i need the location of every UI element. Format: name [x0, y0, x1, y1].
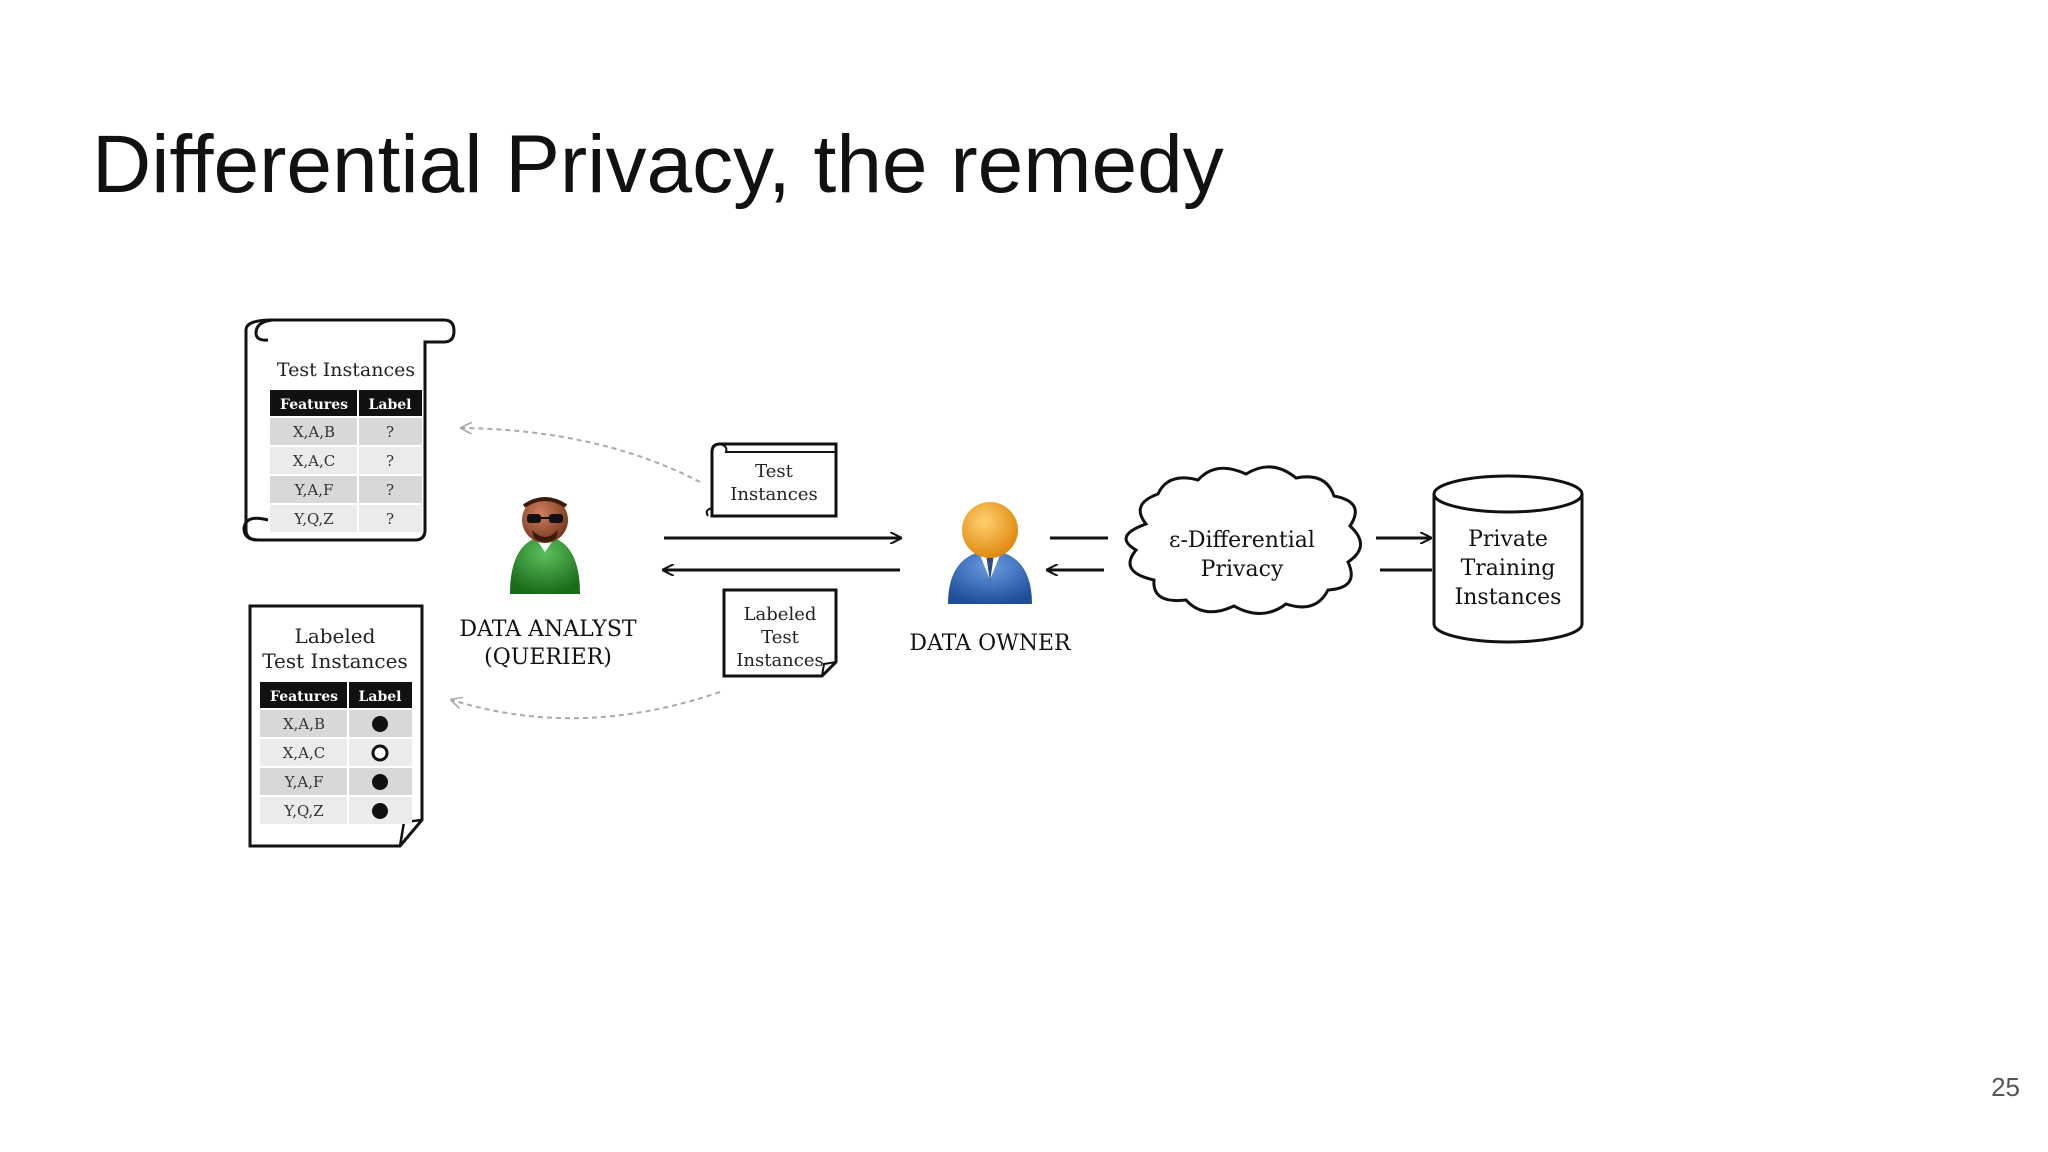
- table-row: ?: [386, 481, 394, 499]
- label-open-dot-icon: [371, 744, 389, 762]
- page-title: Differential Privacy, the remedy: [92, 119, 1224, 210]
- data-analyst-avatar: [510, 497, 580, 594]
- query-test-instances-document: Test Instances: [705, 442, 838, 518]
- table-row: Y,Q,Z: [293, 510, 333, 528]
- cloud-label-line1: ε-Differential: [1169, 528, 1315, 553]
- test-table-rows: X,A,B ? X,A,C ? Y,A,F ? Y,Q,Z ?: [270, 418, 422, 532]
- cloud-label-line2: Privacy: [1201, 557, 1284, 582]
- table-row: ?: [386, 423, 394, 441]
- test-instances-scroll: Test Instances Features Label X,A,B ? X,…: [242, 318, 456, 542]
- table-row: Y,Q,Z: [283, 802, 323, 820]
- database-label-line2: Training: [1461, 556, 1556, 581]
- data-analyst-label-line2: (QUERIER): [484, 645, 612, 670]
- table-row: ?: [386, 452, 394, 470]
- result-doc-line3: Instances: [736, 650, 823, 671]
- result-labeled-test-instances-document: Labeled Test Instances: [722, 588, 838, 678]
- data-analyst-label-line1: DATA ANALYST: [459, 617, 636, 642]
- page-number: 25: [1991, 1072, 2020, 1102]
- labeled-table-title-line2: Test Instances: [262, 649, 407, 673]
- query-doc-line2: Instances: [730, 484, 817, 505]
- result-return-arrow: [452, 691, 721, 720]
- test-table-title: Test Instances: [277, 359, 415, 381]
- private-training-database-icon: Private Training Instances: [1432, 474, 1584, 644]
- database-label-line3: Instances: [1455, 585, 1562, 610]
- table-row: Y,A,F: [284, 773, 324, 791]
- test-table-header-features: Features: [280, 397, 348, 413]
- result-doc-line1: Labeled: [744, 604, 817, 625]
- table-row: X,A,B: [283, 715, 325, 733]
- label-filled-dot-icon: [372, 716, 388, 732]
- label-filled-dot-icon: [372, 803, 388, 819]
- table-row: X,A,C: [293, 452, 336, 470]
- query-return-arrow: [462, 428, 701, 483]
- test-table-header-label: Label: [369, 397, 412, 413]
- table-row: Y,A,F: [294, 481, 334, 499]
- labeled-test-instances-document: Labeled Test Instances Features Label X,…: [248, 604, 424, 848]
- query-doc-line1: Test: [755, 461, 793, 482]
- labeled-table-header-features: Features: [270, 689, 338, 705]
- labeled-table-header-label: Label: [359, 689, 402, 705]
- differential-privacy-cloud: ε-Differential Privacy: [1124, 465, 1362, 615]
- data-owner-avatar: [948, 502, 1032, 604]
- database-label-line1: Private: [1468, 527, 1548, 552]
- labeled-table-rows: X,A,B X,A,C Y,A,F Y,Q,Z: [260, 710, 412, 824]
- data-owner-label: DATA OWNER: [909, 631, 1072, 656]
- table-row: X,A,B: [293, 423, 335, 441]
- result-doc-line2: Test: [761, 627, 799, 648]
- table-row: ?: [386, 510, 394, 528]
- labeled-table-title-line1: Labeled: [295, 624, 376, 648]
- table-row: X,A,C: [283, 744, 326, 762]
- label-filled-dot-icon: [372, 774, 388, 790]
